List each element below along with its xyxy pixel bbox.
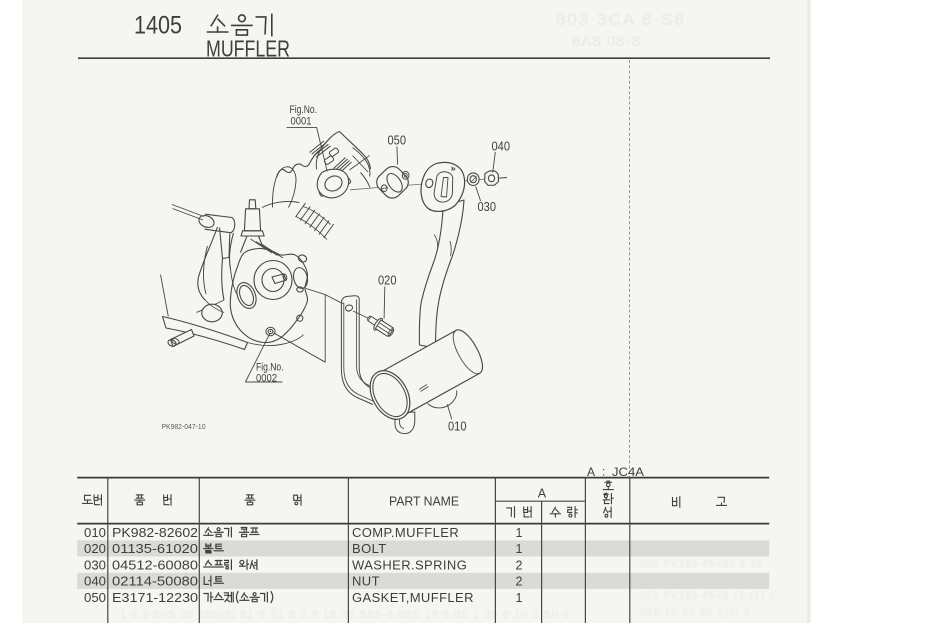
- svg-text:JC4A: JC4A: [612, 465, 644, 479]
- svg-text:COMP.MUFFLER: COMP.MUFFLER: [352, 525, 459, 540]
- svg-text:NUT: NUT: [352, 574, 380, 589]
- svg-text:PK982-82602: PK982-82602: [112, 525, 198, 540]
- svg-text:02114-50080: 02114-50080: [112, 574, 198, 589]
- svg-text:0001: 0001: [291, 116, 312, 128]
- svg-text:050: 050: [388, 134, 407, 148]
- svg-text:050: 050: [84, 590, 106, 605]
- svg-text:Fig.No.: Fig.No.: [290, 104, 318, 116]
- svg-text::: :: [602, 464, 605, 478]
- svg-text:MUFFLER: MUFFLER: [206, 35, 290, 61]
- svg-text:1405: 1405: [134, 12, 182, 40]
- svg-text:030: 030: [478, 200, 497, 214]
- svg-text:04512-60080: 04512-60080: [112, 557, 198, 572]
- svg-text:GASKET,MUFFLER: GASKET,MUFFLER: [352, 590, 474, 605]
- svg-text:BOLT: BOLT: [352, 541, 387, 556]
- svg-text:020: 020: [378, 273, 397, 287]
- svg-text:803 3CA 8-S8: 803 3CA 8-S8: [556, 10, 686, 29]
- svg-text:1 8 3 80S 08 180(8) 81 8 S: 1 8 3 80S 08 180(8) 81 8 S1 8 0 8 18 03 …: [120, 609, 570, 621]
- svg-text:Fig.No.: Fig.No.: [256, 362, 284, 374]
- svg-text:8A8 08-8: 8A8 08-8: [572, 33, 641, 50]
- svg-text:050 PK985-8548 18 (1) S: 050 PK985-8548 18 (1) S: [640, 591, 776, 602]
- svg-text:020: 020: [84, 541, 106, 556]
- svg-text:1: 1: [516, 542, 523, 556]
- svg-text:1: 1: [516, 526, 523, 540]
- svg-text:A: A: [587, 465, 595, 479]
- svg-text:E3171-12230: E3171-12230: [112, 590, 198, 605]
- svg-text:A: A: [538, 486, 547, 500]
- svg-text:010: 010: [448, 420, 467, 434]
- svg-text:085 PK985-8S480 8: 085 PK985-8S480 8: [640, 576, 747, 587]
- svg-text:08S 18-0S 80 S(8) 8: 08S 18-0S 80 S(8) 8: [640, 608, 750, 619]
- svg-text:1: 1: [516, 591, 523, 605]
- svg-text:01135-61020: 01135-61020: [112, 541, 198, 556]
- svg-text:040: 040: [84, 574, 106, 589]
- svg-text:WASHER.SPRING: WASHER.SPRING: [352, 557, 467, 572]
- svg-text:PK982-047-10: PK982-047-10: [162, 422, 206, 431]
- svg-text:030: 030: [84, 557, 106, 572]
- svg-text:080 PK985-85480 8 S8: 080 PK985-85480 8 S8: [640, 559, 764, 570]
- svg-text:PART NAME: PART NAME: [389, 494, 459, 508]
- svg-text:2: 2: [516, 558, 523, 572]
- svg-text:040: 040: [492, 139, 511, 153]
- svg-text:2: 2: [516, 575, 523, 589]
- svg-text:0002: 0002: [256, 372, 277, 384]
- svg-text:010: 010: [84, 525, 106, 540]
